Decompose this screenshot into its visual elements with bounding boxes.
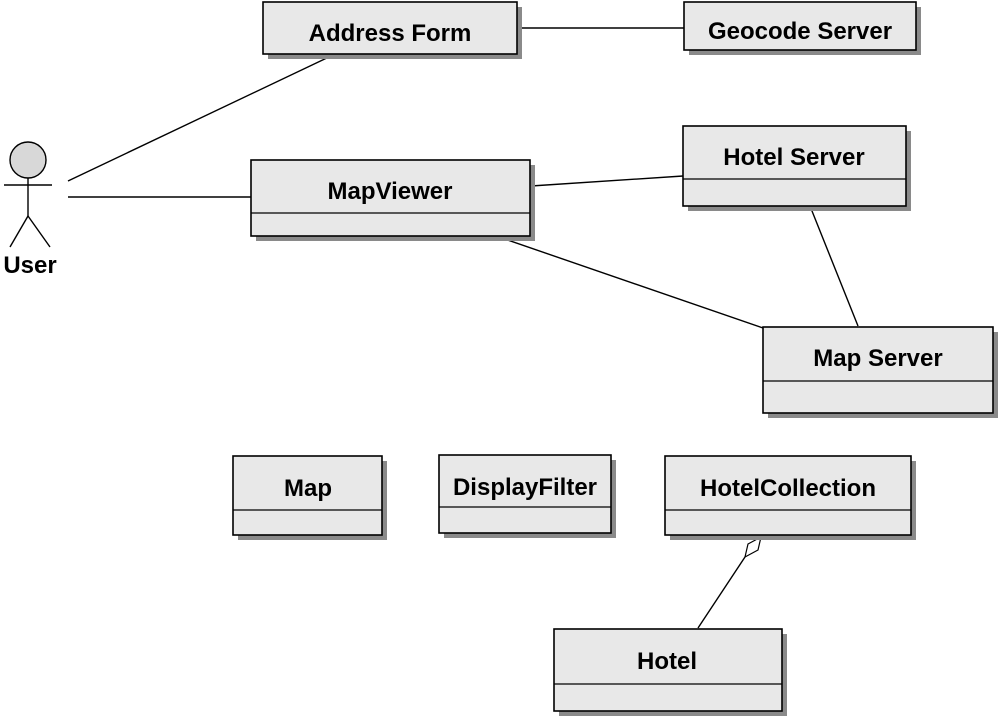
assoc-mapviewer-mapserver (495, 235, 764, 329)
class-hotel-server: Hotel Server (682, 125, 911, 211)
class-map: Map (232, 455, 387, 540)
actor-left-leg (9, 215, 29, 248)
assoc-mapviewer-hotelserver (530, 175, 684, 187)
class-name: DisplayFilter (453, 474, 597, 501)
class-map-server: Map Server (762, 326, 998, 418)
class-name: HotelCollection (700, 475, 876, 502)
class-hotel-collection: HotelCollection (664, 455, 916, 540)
class-geocode-server: Geocode Server (683, 1, 921, 55)
class-name: Address Form (309, 20, 472, 47)
aggregation-hotelcollection-hotel (697, 556, 746, 629)
actor-right-leg (27, 215, 51, 248)
assoc-user-addressform (67, 55, 332, 182)
class-name: Map Server (813, 345, 942, 372)
actor-label: User (3, 252, 56, 279)
class-name: Hotel Server (723, 144, 864, 171)
actor-head-icon (9, 141, 47, 179)
class-mapviewer: MapViewer (250, 159, 535, 241)
actor-user: User (3, 141, 57, 279)
aggregation-diamond-icon (744, 535, 762, 559)
class-address-form: Address Form (262, 1, 522, 59)
class-name: Hotel (637, 648, 697, 675)
assoc-hotelserver-mapserver (809, 205, 859, 327)
class-name: Geocode Server (708, 18, 892, 45)
associations (67, 27, 859, 629)
class-display-filter: DisplayFilter (438, 454, 616, 538)
class-name: Map (284, 475, 332, 502)
class-name: MapViewer (328, 178, 453, 205)
class-hotel: Hotel (553, 628, 787, 716)
